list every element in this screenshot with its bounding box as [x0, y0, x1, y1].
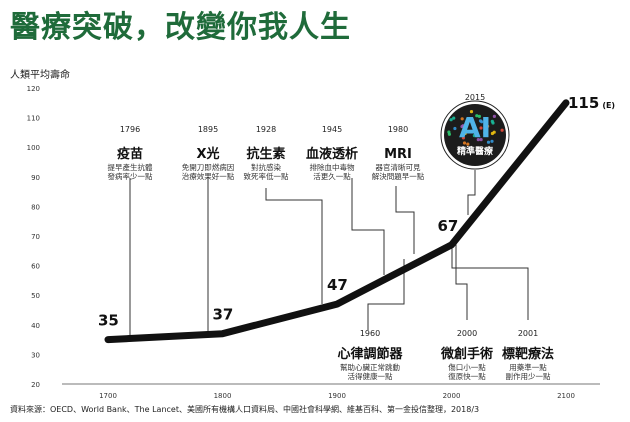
event-description: 解決問題早一點 [372, 171, 425, 181]
x-tick-label: 1700 [99, 392, 117, 400]
y-tick-label: 100 [27, 144, 40, 152]
event-year: 1895 [198, 125, 218, 134]
connector-line [367, 259, 405, 330]
connector-line [265, 188, 323, 304]
ai-badge-dot [452, 116, 456, 120]
event-name: X光 [196, 146, 219, 162]
ai-badge-dot [490, 131, 494, 136]
event-year: 1796 [120, 125, 140, 134]
ai-badge-dot [483, 131, 487, 135]
ai-badge-dot [453, 126, 457, 131]
x-tick-label: 1900 [328, 392, 346, 400]
event-name: MRI [384, 147, 412, 162]
event-year: 2001 [518, 329, 538, 338]
ai-badge-dot [447, 130, 451, 134]
event-description: 幫助心臟正常跳動 [340, 362, 400, 372]
connector-line [467, 170, 476, 215]
ai-badge-dot [475, 114, 479, 118]
ai-badge-dot [479, 126, 483, 130]
event-year: 2000 [457, 329, 477, 338]
event-year: 1945 [322, 125, 342, 134]
ai-badge-dot [461, 136, 465, 140]
data-label: 47 [327, 276, 348, 294]
ai-badge-dot [486, 124, 490, 128]
data-label-suffix: (E) [602, 101, 615, 110]
ai-badge-dot [449, 118, 453, 122]
ai-badge-dot [461, 124, 465, 128]
connector-line [351, 178, 385, 275]
event-year: 1980 [388, 125, 408, 134]
x-tick-label: 1800 [214, 392, 232, 400]
event-year: 1960 [360, 329, 380, 338]
event-name: 標靶療法 [502, 346, 554, 362]
data-label: 37 [213, 306, 234, 324]
ai-badge-dot [463, 130, 467, 134]
ai-badge-dot [500, 128, 504, 132]
event-description: 傷口小一點 [448, 362, 486, 372]
event-name: 疫苗 [117, 146, 143, 162]
event-description: 副作用少一點 [506, 371, 551, 381]
y-tick-label: 40 [31, 322, 40, 330]
ai-badge-dot [469, 119, 473, 123]
y-tick-label: 60 [31, 263, 40, 271]
y-tick-label: 90 [31, 174, 40, 182]
event-name: 微創手術 [440, 346, 493, 362]
event-name: 血液透析 [306, 146, 358, 162]
x-tick-label: 2000 [443, 392, 461, 400]
y-tick-label: 70 [31, 233, 40, 241]
event-name: 心律調節器 [337, 346, 403, 362]
event-description: 致死率低一點 [244, 171, 289, 181]
ai-badge-dot [466, 142, 470, 146]
connector-line [451, 243, 529, 320]
ai-badge-year: 2015 [465, 93, 485, 102]
ai-badge-dot [477, 114, 481, 118]
event-name: 抗生素 [246, 146, 285, 162]
event-description: 發病率少一點 [108, 171, 153, 181]
event-description: 活得健康一點 [348, 371, 393, 381]
series-line [104, 99, 570, 344]
ai-badge-dot [472, 134, 476, 138]
ai-badge-dot [460, 117, 464, 121]
data-label: 115(E) [568, 94, 615, 112]
ai-badge-dot [492, 114, 496, 118]
event-description: 對抗感染 [251, 162, 281, 172]
source-note: 資料來源：OECD、World Bank、The Lancet、美國所有機構人口… [10, 405, 480, 414]
y-tick-label: 50 [31, 292, 40, 300]
event-description: 復原快一點 [448, 371, 486, 381]
event-description: 治療效果好一點 [182, 171, 235, 181]
event-description: 排除血中毒物 [310, 162, 355, 172]
event-description: 用藥準一點 [509, 362, 547, 372]
y-tick-label: 120 [27, 85, 40, 93]
data-label: 67 [438, 217, 459, 235]
y-axis-label: 人類平均壽命 [10, 70, 70, 81]
ai-badge-dot [479, 138, 483, 142]
ai-badge-dot [462, 141, 467, 145]
connector-line [455, 240, 468, 320]
y-tick-label: 80 [31, 203, 40, 211]
ai-badge-dot [491, 121, 495, 125]
ai-badge-dot [480, 120, 484, 124]
ai-badge-subtitle: 精準醫療 [457, 145, 493, 157]
x-tick-label: 2100 [557, 392, 575, 400]
ai-badge-text: AI [459, 111, 491, 144]
event-description: 提早產生抗體 [108, 162, 153, 172]
y-tick-label: 30 [31, 351, 40, 359]
event-description: 活更久一點 [313, 171, 351, 181]
page-title: 醫療突破，改變你我人生 [10, 10, 351, 45]
event-description: 器官清晰可見 [376, 162, 421, 172]
ai-badge-dot [490, 139, 494, 143]
ai-badge-dot [486, 140, 491, 144]
connector-line [395, 186, 415, 254]
data-label: 35 [98, 312, 119, 330]
y-tick-label: 20 [31, 381, 40, 389]
ai-badge-dot [476, 138, 480, 142]
event-description: 免開刀即燃病因 [182, 162, 235, 172]
ai-badge-dot [469, 110, 474, 114]
y-tick-label: 110 [27, 115, 40, 123]
event-year: 1928 [256, 125, 276, 134]
